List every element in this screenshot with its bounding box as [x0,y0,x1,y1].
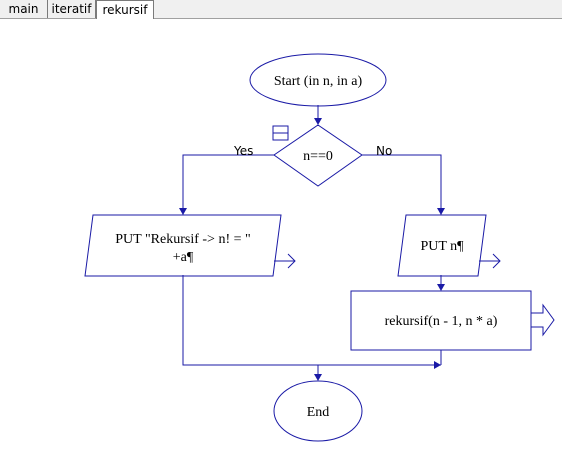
flowchart-canvas: Start (in n, in a) n==0 Yes No PUT "Reku… [0,19,562,451]
tab-main[interactable]: main [0,0,48,18]
output-arrow-icon [479,253,501,269]
tab-rekursif[interactable]: rekursif [96,0,154,19]
collapse-box-icon[interactable] [272,125,289,141]
decision-node-label: n==0 [303,149,333,164]
no-branch-label: No [376,144,392,158]
flowchart-svg: Start (in n, in a) n==0 Yes No PUT "Reku… [84,53,555,442]
output-yes-label-line1: PUT "Rekursif -> n! = " [115,232,250,247]
call-arrow-icon [530,303,555,337]
output-yes-label-line2: +a¶ [173,250,194,265]
tab-iteratif[interactable]: iteratif [48,0,96,18]
end-node-label: End [307,405,330,420]
output-no-label: PUT n¶ [420,239,464,254]
arrowhead-icon [314,118,322,125]
tab-bar: main iteratif rekursif [0,0,562,19]
decision-node[interactable] [273,124,363,187]
connector-yes-merge [182,275,441,366]
arrowhead-icon [437,284,445,291]
arrowhead-icon [434,361,441,369]
yes-branch-label: Yes [233,144,253,158]
arrowhead-icon [314,374,322,381]
start-node-label: Start (in n, in a) [274,74,363,89]
call-node-label: rekursif(n - 1, n * a) [385,314,498,329]
connector-yes-branch [182,154,275,215]
arrowhead-icon [179,208,187,215]
connector-no-branch [362,154,442,215]
output-yes-node[interactable] [84,214,282,277]
start-node[interactable] [249,53,387,107]
output-arrow-icon [274,253,296,269]
output-no-node[interactable] [397,214,487,277]
arrowhead-icon [437,208,445,215]
